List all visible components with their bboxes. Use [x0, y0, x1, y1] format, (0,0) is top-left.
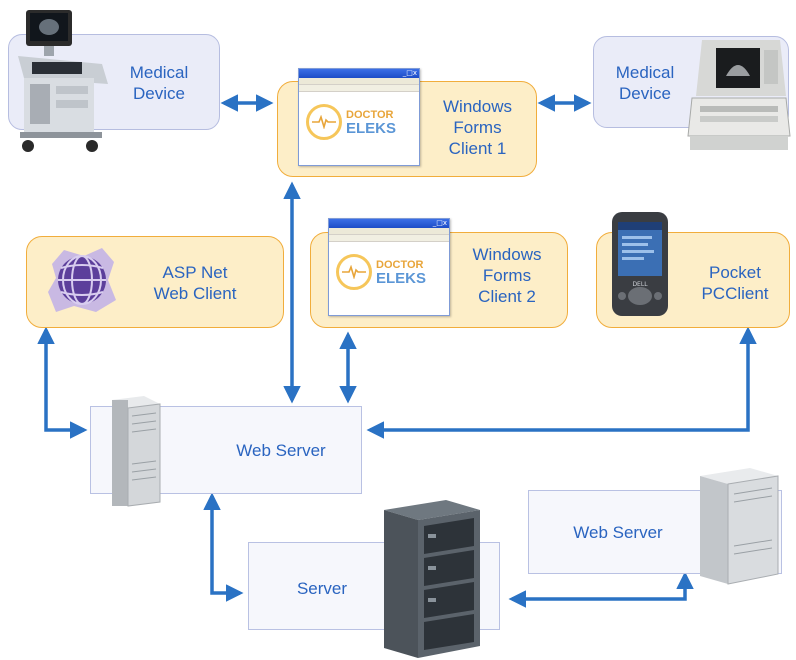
heartbeat-icon	[306, 104, 342, 140]
arrow-asp-webserver	[37, 326, 88, 439]
pocket-client-label: Pocket PCClient	[701, 263, 769, 303]
arrow-server-webserver2	[508, 571, 694, 608]
wf-client-2-label: Windows Forms Client 2	[472, 245, 542, 306]
pda-device-icon: DELL	[612, 212, 668, 316]
medical-device-left-label: Medical Device	[129, 63, 189, 103]
svg-text:DELL: DELL	[632, 281, 648, 288]
web-server-secondary-label: Web Server	[573, 523, 663, 542]
web-server-main-label: Web Server	[236, 441, 326, 460]
arrow-pocket-webserver	[366, 326, 757, 439]
doctor-eleks-logo-2: DOCTOR ELEKS	[336, 254, 426, 290]
ultrasound-machine-icon	[18, 10, 108, 152]
arrow-webserver-server	[203, 492, 244, 602]
doctor-eleks-logo-1: DOCTOR ELEKS	[306, 104, 396, 140]
server-label: Server	[296, 579, 348, 598]
medical-device-right-label: Medical Device	[615, 63, 675, 103]
ultrasound-scanner-icon	[687, 40, 791, 150]
globe-icon	[48, 248, 116, 312]
asp-client-label: ASP Net Web Client	[153, 263, 237, 303]
server-tower-icon	[112, 396, 161, 507]
rack-server-icon	[384, 500, 480, 658]
heartbeat-icon	[336, 254, 372, 290]
server-tower-icon	[700, 468, 779, 585]
wf-client-1-label: Windows Forms Client 1	[443, 97, 512, 158]
